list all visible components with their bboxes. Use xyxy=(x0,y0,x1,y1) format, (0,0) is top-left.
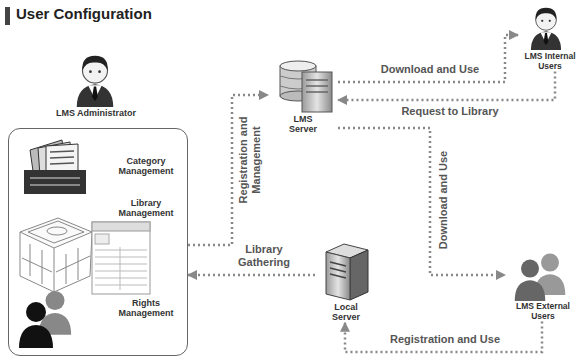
node-label: LMS Internal Users xyxy=(519,52,581,72)
icon-node: LMS Internal Users xyxy=(518,2,582,72)
lms-server-icon xyxy=(280,61,332,112)
dotted-connector xyxy=(188,274,315,277)
edge-label: Request to Library xyxy=(395,105,505,118)
edge-label: Registration and Use xyxy=(380,333,510,346)
icon-node: LMS External Users xyxy=(505,246,581,322)
node-label: LMS Server xyxy=(281,114,325,135)
category-icon xyxy=(24,140,86,194)
rights-icon xyxy=(19,302,53,348)
node-label: LMS External Users xyxy=(505,302,581,322)
panel-box: LMS AdministratorCategory ManagementLibr… xyxy=(8,128,188,356)
dotted-connector xyxy=(338,35,518,82)
icon-node: Rights Management xyxy=(106,298,186,319)
dotted-connector xyxy=(345,322,542,352)
internal-user-icon xyxy=(531,8,561,50)
title-bar xyxy=(5,7,10,25)
diagram-title: User Configuration xyxy=(16,5,152,22)
node-label: Rights Management xyxy=(106,298,186,319)
node-label: Library Management xyxy=(106,198,186,219)
admin-icon xyxy=(77,56,113,107)
icon-node: LMS Server xyxy=(268,58,338,135)
node-label: Local Server xyxy=(324,302,368,323)
external-user-icon xyxy=(515,260,546,301)
dotted-connector xyxy=(338,128,505,275)
dotted-connector xyxy=(188,95,268,245)
icon-node: Library Management xyxy=(106,198,186,219)
icon-node: Local Server xyxy=(315,236,377,323)
icon-node: Category Management xyxy=(106,156,186,177)
edge-label: Download and Use xyxy=(437,145,450,255)
node-label: Category Management xyxy=(106,156,186,177)
local-server-icon xyxy=(326,244,368,300)
edge-label: Library Gathering xyxy=(234,243,294,269)
node-label: LMS Administrator xyxy=(46,108,146,118)
edge-label: Download and Use xyxy=(375,63,485,76)
library-icon xyxy=(20,218,150,294)
edge-label: Registration and Management xyxy=(237,105,263,215)
